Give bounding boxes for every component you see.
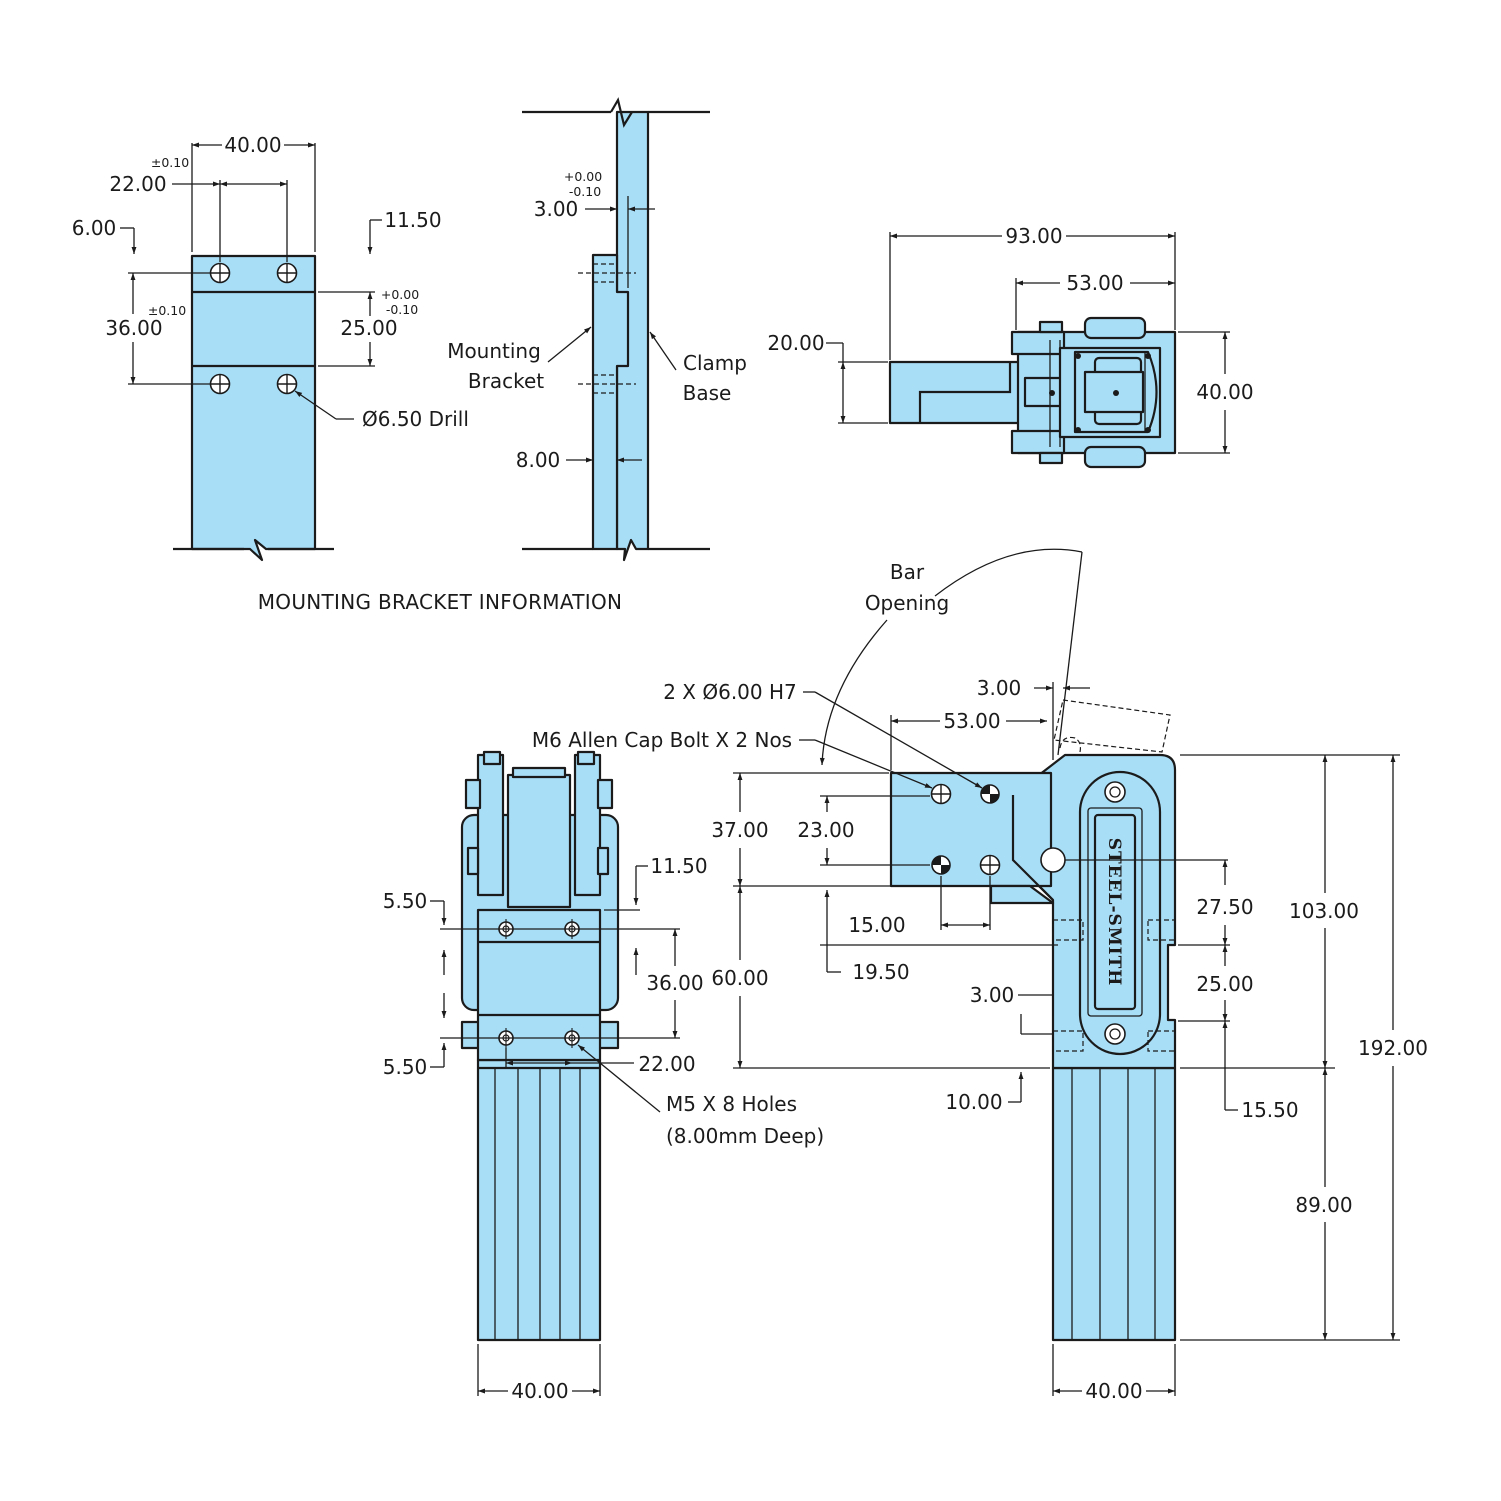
dim-pivot-to-bottom: 60.00 <box>711 966 768 990</box>
dim-slot-height: 25.00 <box>340 316 397 340</box>
label-base: Base <box>683 381 732 405</box>
tol-step-plus: +0.00 <box>564 169 602 184</box>
dim-step: 3.00 <box>970 983 1015 1007</box>
dim-step: 3.00 <box>534 197 579 221</box>
dim-upper-height: 103.00 <box>1289 899 1359 923</box>
dim-bottom-gap: 10.00 <box>945 1090 1002 1114</box>
label-opening: Opening <box>865 591 949 615</box>
dowel-hole-icon <box>980 784 1000 804</box>
brand-text: STEEL-SMITH <box>1104 838 1124 987</box>
tol-step-minus: -0.10 <box>569 184 601 199</box>
bracket-front-view: 40.00 22.00 ±0.10 6.00 11.50 36.00 ±0.10… <box>72 133 469 562</box>
dim-base-height: 89.00 <box>1295 1193 1352 1217</box>
dim-hole-spacing: 36.00 <box>105 316 162 340</box>
tol-slot-plus: +0.00 <box>381 287 419 302</box>
label-bracket: Bracket <box>468 369 544 393</box>
dim-left-edge: 6.00 <box>72 216 117 240</box>
pivot-icon <box>1040 847 1066 873</box>
bolt-hole-icon <box>979 854 1001 876</box>
tol-hole-pitch: ±0.10 <box>151 155 189 170</box>
label-bar: Bar <box>890 560 925 584</box>
tol-hole-spacing: ±0.10 <box>148 303 186 318</box>
drill-hole-icon <box>276 373 298 395</box>
dim-offset: 19.50 <box>852 960 909 984</box>
dim-hole-horizontal: 15.00 <box>848 913 905 937</box>
dim-end-width: 40.00 <box>511 1379 568 1403</box>
dim-body-length: 53.00 <box>1066 271 1123 295</box>
dim-gap: 3.00 <box>977 676 1022 700</box>
dim-hole-pitch: 22.00 <box>109 172 166 196</box>
clamp-base-section <box>615 110 650 562</box>
mounting-bracket-section <box>591 253 630 551</box>
dim-top-offset: 11.50 <box>650 854 707 878</box>
label-dowel: 2 X Ø6.00 H7 <box>663 680 797 704</box>
dim-arm-length: 53.00 <box>943 709 1000 733</box>
label-mounting: Mounting <box>447 339 541 363</box>
clamp-end-view: 11.50 5.50 36.00 5.50 22.00 M5 X 8 Holes… <box>383 750 824 1403</box>
base-extrusion <box>1051 1066 1177 1342</box>
dim-thickness: 8.00 <box>516 448 561 472</box>
dim-right-edge: 11.50 <box>384 208 441 232</box>
dim-body-height: 40.00 <box>1196 380 1253 404</box>
dim-arm-width: 20.00 <box>767 331 824 355</box>
dim-side-width: 40.00 <box>1085 1379 1142 1403</box>
drill-hole-icon <box>209 262 231 284</box>
drill-hole-icon <box>276 262 298 284</box>
mounting-face <box>476 908 602 1062</box>
base-extrusion <box>476 1058 602 1342</box>
dim-bottom-margin: 5.50 <box>383 1055 428 1079</box>
dim-bracket-width: 40.00 <box>224 133 281 157</box>
dim-slot: 25.00 <box>1196 972 1253 996</box>
bracket-side-view: 3.00 +0.00 -0.10 8.00 Mounting Bracket C… <box>447 97 747 562</box>
section-title: MOUNTING BRACKET INFORMATION <box>258 590 623 614</box>
label-m5-depth: (8.00mm Deep) <box>666 1124 824 1148</box>
label-drill: Ø6.50 Drill <box>362 407 469 431</box>
dim-hole-vertical: 23.00 <box>797 818 854 842</box>
dim-overall-length: 93.00 <box>1005 224 1062 248</box>
dim-total-height: 192.00 <box>1358 1036 1428 1060</box>
dim-slot-top: 27.50 <box>1196 895 1253 919</box>
label-bolt: M6 Allen Cap Bolt X 2 Nos <box>532 728 792 752</box>
drill-hole-icon <box>209 373 231 395</box>
label-m5-holes: M5 X 8 Holes <box>666 1092 797 1116</box>
dim-top-margin: 5.50 <box>383 889 428 913</box>
label-clamp: Clamp <box>683 351 747 375</box>
clamp-top-view: 93.00 53.00 20.00 40.00 <box>767 224 1254 469</box>
tol-slot-minus: -0.10 <box>386 302 418 317</box>
dowel-hole-icon <box>931 855 951 875</box>
bracket-plate <box>190 254 317 562</box>
bolt-hole-icon <box>930 783 952 805</box>
clamp-arm <box>889 771 1053 888</box>
dim-arm-height: 37.00 <box>711 818 768 842</box>
dim-hole-pitch: 22.00 <box>638 1052 695 1076</box>
dim-slot-bottom: 15.50 <box>1241 1098 1298 1122</box>
clamp-side-view: STEEL-SMITH Bar Opening 2 X Ø6.00 H7 M6 … <box>532 548 1428 1403</box>
dim-hole-spacing: 36.00 <box>646 971 703 995</box>
